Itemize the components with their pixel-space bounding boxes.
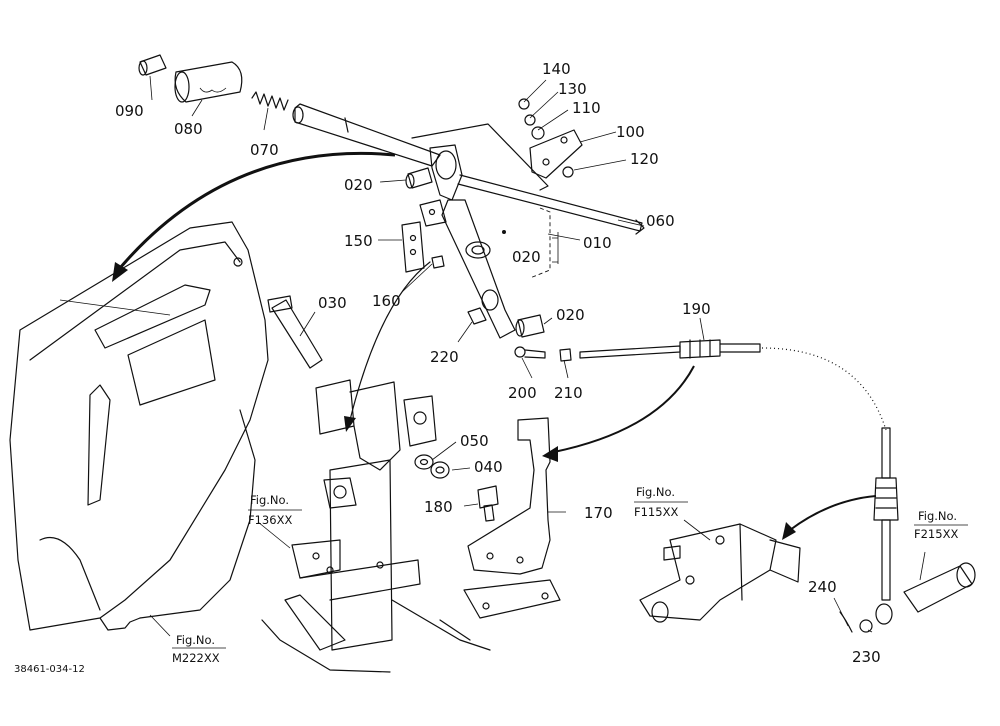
fig-ref-f136: Fig.No. F136XX (248, 493, 302, 527)
part-label-140: 140 (542, 60, 571, 78)
curved-arrow-2 (553, 365, 695, 453)
fig-ref-m222: Fig.No. M222XX (172, 633, 226, 665)
svg-text:F136XX: F136XX (248, 513, 292, 527)
svg-text:Fig.No.: Fig.No. (250, 493, 289, 507)
part-label-060: 060 (646, 212, 675, 230)
part-label-020-mid: 020 (512, 248, 541, 266)
leader-lines (149, 75, 926, 637)
cable-assembly (579, 339, 976, 633)
part-label-050: 050 (460, 432, 489, 450)
part-label-190: 190 (682, 300, 711, 318)
part-label-240: 240 (808, 578, 837, 596)
part-label-180: 180 (424, 498, 453, 516)
part-label-020-bottom: 020 (556, 306, 585, 324)
part-label-070: 070 (250, 141, 279, 159)
fig-ref-f115: Fig.No. F115XX (634, 485, 688, 519)
drawing-number: 38461-034-12 (14, 664, 85, 675)
fig-ref-f215: Fig.No. F215XX (914, 509, 968, 541)
svg-text:F215XX: F215XX (914, 527, 958, 541)
lever-assembly (138, 54, 645, 362)
curved-arrow-1 (349, 261, 431, 421)
pedal-bracket (639, 523, 801, 623)
part-label-020-top: 020 (344, 176, 373, 194)
svg-text:Fig.No.: Fig.No. (176, 633, 215, 647)
svg-text:F115XX: F115XX (634, 505, 678, 519)
part-label-010: 010 (583, 234, 612, 252)
svg-text:M222XX: M222XX (172, 651, 220, 665)
part-label-200: 200 (508, 384, 537, 402)
curved-arrow-3 (789, 495, 877, 531)
part-label-030: 030 (318, 294, 347, 312)
svg-text:Fig.No.: Fig.No. (636, 485, 675, 499)
part-label-210: 210 (554, 384, 583, 402)
part-label-120: 120 (630, 150, 659, 168)
part-label-150: 150 (344, 232, 373, 250)
part-label-160: 160 (372, 292, 401, 310)
part-label-230: 230 (852, 648, 881, 666)
part-label-090: 090 (115, 102, 144, 120)
part-label-170: 170 (584, 504, 613, 522)
part-label-130: 130 (558, 80, 587, 98)
part-label-110: 110 (572, 99, 601, 117)
part-label-100: 100 (616, 123, 645, 141)
part-label-040: 040 (474, 458, 503, 476)
fender-panel (9, 221, 269, 631)
assembly-arrow (118, 151, 396, 269)
frame-assembly (261, 295, 561, 673)
svg-text:Fig.No.: Fig.No. (918, 509, 957, 523)
part-label-080: 080 (174, 120, 203, 138)
part-label-220: 220 (430, 348, 459, 366)
bracket-assembly (411, 98, 583, 279)
